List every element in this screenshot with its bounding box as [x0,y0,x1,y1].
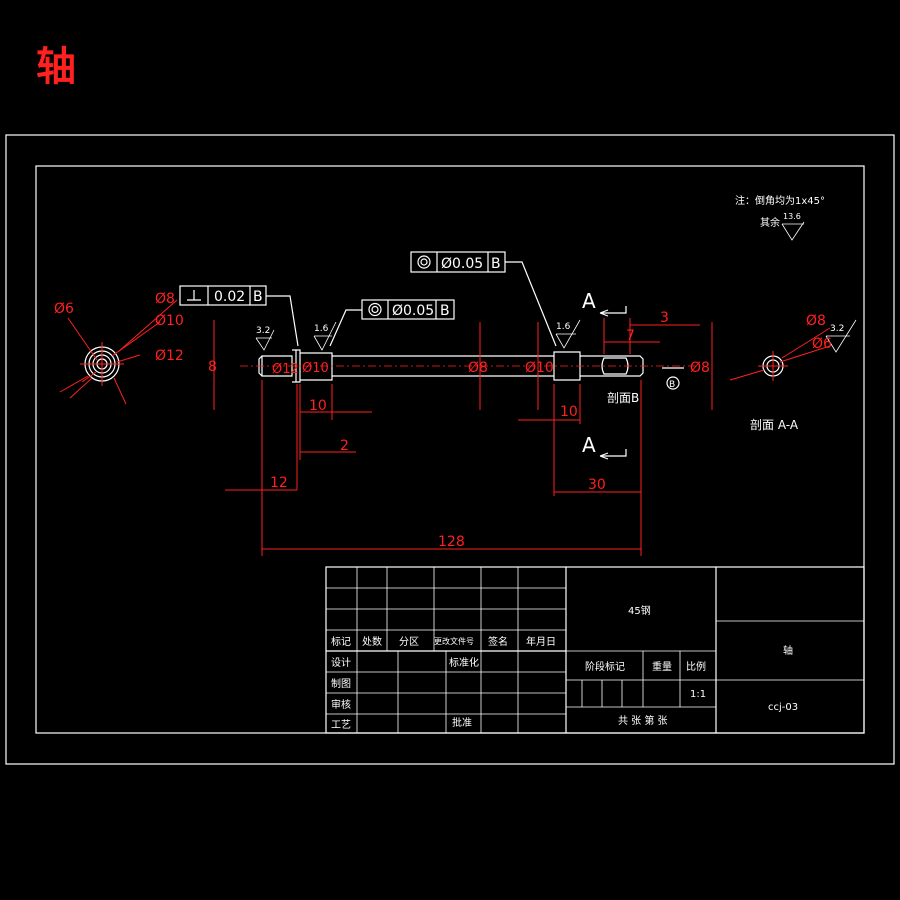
section-a-bottom: A [582,433,596,457]
roughness-symbols [255,319,857,353]
left-view-d6: Ø6 [54,301,74,317]
section-b-label: 剖面B [607,391,639,405]
section-b-mark: B [669,380,675,390]
horizontal-dim-lines [225,324,700,550]
gdt-perpendicularity-frame [179,285,299,347]
tb-header-4: 签名 [488,635,508,648]
note-chamfer: 注：倒角均为1x45° [735,194,825,207]
tb-header-1: 处数 [362,635,382,648]
tb-material: 45钢 [628,604,651,617]
tb-drafting: 制图 [331,677,351,690]
section-a-markers [599,306,684,460]
shaft-profile [240,349,700,383]
dim-d10-left: Ø10 [302,361,329,376]
tb-weight: 重量 [652,660,672,673]
tb-ratio: 比例 [686,660,706,673]
dim-d8-mid: Ø8 [468,360,488,376]
tb-part-name: 轴 [783,644,793,657]
tb-header-0: 标记 [331,636,351,648]
roughness-r3: 1.6 [556,322,571,332]
section-aa-view [729,327,831,381]
inner-frame [35,165,865,734]
dim-len12: 12 [270,475,288,491]
tb-design: 设计 [331,656,351,669]
left-end-view [59,299,178,405]
roughness-r2: 1.6 [314,324,329,334]
gdt-concentricity-frame-left [329,299,455,347]
section-a-top: A [582,289,596,313]
roughness-symbol-rest [781,221,805,241]
tb-header-5: 年月日 [526,635,556,648]
section-aa-label: 剖面 A-A [750,418,799,432]
title-block [325,566,865,734]
dim-len10-right: 10 [560,404,578,420]
vertical-dim-lines [213,318,713,556]
gdt-perp-datum: B [253,289,263,305]
tb-stage-mark: 阶段标记 [585,660,625,673]
tb-scale: 1:1 [690,689,706,700]
tb-process: 工艺 [331,719,351,731]
tb-header-2: 分区 [399,636,419,648]
left-view-d10: Ø10 [155,313,184,329]
dim-len30: 30 [588,477,606,493]
note-rest-label: 其余 [760,216,780,229]
right-view-d6: Ø6 [812,336,832,352]
left-view-d12: Ø12 [155,348,184,364]
tb-review: 审核 [331,698,351,711]
dim-len7: 7 [626,328,635,344]
dim-d8-left: 8 [208,359,217,375]
dim-len2: 2 [340,438,349,454]
dim-d12: Ø12 [272,362,299,377]
gdt-conc-right-datum: B [491,256,501,272]
drawing-title: 轴 [36,43,76,90]
right-view-d8: Ø8 [806,313,826,329]
tb-drawing-no: ccj-03 [768,702,798,713]
tb-approve: 批准 [452,716,472,729]
dim-len3: 3 [660,310,669,326]
dim-d10-mid: Ø10 [525,360,554,376]
dim-d8-right: Ø8 [690,360,710,376]
outer-frame [5,134,895,765]
gdt-concentricity-frame-right [410,251,557,347]
roughness-r1: 3.2 [256,326,270,336]
dim-len10-left: 10 [309,398,327,414]
gdt-conc-left-value: Ø0.05 [392,303,434,319]
tb-header-3: 更改文件号 [434,636,474,646]
note-rest-value: 13.6 [783,212,801,221]
gdt-conc-right-value: Ø0.05 [441,256,483,272]
dim-len128: 128 [438,534,465,550]
left-view-d8: Ø8 [155,291,175,307]
roughness-r4: 3.2 [830,324,844,334]
tb-sheets: 共 张 第 张 [618,714,668,727]
gdt-conc-left-datum: B [440,303,450,319]
tb-standardize: 标准化 [449,656,479,669]
gdt-perp-value: 0.02 [214,289,245,305]
